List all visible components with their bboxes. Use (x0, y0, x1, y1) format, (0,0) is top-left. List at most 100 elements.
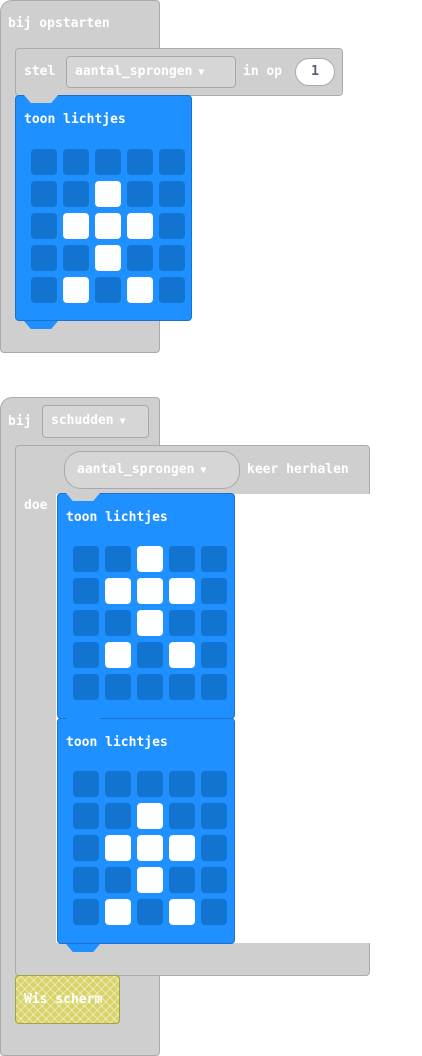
led-off[interactable] (201, 610, 227, 636)
led-off[interactable] (31, 245, 57, 271)
led-off[interactable] (201, 674, 227, 700)
led-on[interactable] (95, 213, 121, 239)
led-off[interactable] (73, 578, 99, 604)
led-on[interactable] (127, 277, 153, 303)
led-off[interactable] (127, 149, 153, 175)
led-on[interactable] (169, 835, 195, 861)
on-start-label: bij opstarten (8, 16, 110, 31)
led-off[interactable] (73, 835, 99, 861)
gesture-name: schudden (51, 413, 114, 428)
led-off[interactable] (169, 674, 195, 700)
led-off[interactable] (169, 867, 195, 893)
gesture-dropdown[interactable]: schudden ▼ (42, 405, 149, 438)
led-off[interactable] (31, 149, 57, 175)
chevron-down-icon: ▼ (119, 416, 126, 427)
led-off[interactable] (201, 899, 227, 925)
led-off[interactable] (73, 867, 99, 893)
led-off[interactable] (137, 899, 163, 925)
led-on[interactable] (105, 899, 131, 925)
led-off[interactable] (169, 803, 195, 829)
repeat-count-dropdown[interactable]: aantal_sprongen▼ (64, 451, 240, 489)
led-on[interactable] (105, 642, 131, 668)
led-off[interactable] (137, 674, 163, 700)
clear-screen-block[interactable] (15, 975, 120, 1024)
led-off[interactable] (201, 867, 227, 893)
led-off[interactable] (201, 578, 227, 604)
led-off[interactable] (105, 546, 131, 572)
on-label: bij (8, 414, 32, 429)
block-notch (66, 944, 100, 952)
led-grid (73, 771, 227, 925)
show-leds-label: toon lichtjes (66, 510, 168, 525)
led-on[interactable] (169, 578, 195, 604)
led-off[interactable] (201, 835, 227, 861)
led-off[interactable] (31, 181, 57, 207)
led-off[interactable] (169, 546, 195, 572)
led-off[interactable] (159, 213, 185, 239)
repeat-label: keer herhalen (247, 462, 349, 477)
led-off[interactable] (169, 771, 195, 797)
block-notch (24, 321, 58, 329)
led-off[interactable] (73, 803, 99, 829)
led-off[interactable] (105, 771, 131, 797)
led-on[interactable] (169, 642, 195, 668)
variable-dropdown[interactable]: aantal_sprongen ▼ (66, 56, 236, 88)
led-off[interactable] (63, 149, 89, 175)
led-off[interactable] (137, 771, 163, 797)
led-off[interactable] (159, 149, 185, 175)
led-off[interactable] (159, 181, 185, 207)
led-on[interactable] (127, 213, 153, 239)
led-off[interactable] (105, 674, 131, 700)
led-off[interactable] (73, 610, 99, 636)
led-on[interactable] (169, 899, 195, 925)
led-off[interactable] (63, 245, 89, 271)
led-off[interactable] (201, 546, 227, 572)
led-off[interactable] (159, 245, 185, 271)
led-on[interactable] (95, 181, 121, 207)
clear-screen-label: Wis scherm (24, 992, 103, 1007)
led-off[interactable] (95, 277, 121, 303)
led-off[interactable] (137, 642, 163, 668)
repeat-variable-name: aantal_sprongen (77, 462, 195, 477)
led-off[interactable] (73, 674, 99, 700)
led-off[interactable] (105, 867, 131, 893)
do-label: doe (24, 498, 48, 513)
led-on[interactable] (137, 546, 163, 572)
led-off[interactable] (105, 610, 131, 636)
set-label: stel (24, 64, 56, 79)
variable-name: aantal_sprongen (75, 64, 193, 79)
led-on[interactable] (137, 610, 163, 636)
chevron-down-icon: ▼ (198, 67, 205, 78)
led-grid (31, 149, 185, 303)
led-off[interactable] (159, 277, 185, 303)
block-notch (66, 718, 100, 726)
value-input[interactable]: 1 (295, 58, 335, 86)
led-off[interactable] (73, 899, 99, 925)
to-label: in op (243, 64, 283, 79)
led-on[interactable] (137, 867, 163, 893)
led-grid (73, 546, 227, 700)
led-on[interactable] (137, 578, 163, 604)
led-on[interactable] (95, 245, 121, 271)
led-off[interactable] (95, 149, 121, 175)
led-off[interactable] (127, 181, 153, 207)
led-off[interactable] (201, 771, 227, 797)
led-off[interactable] (31, 277, 57, 303)
show-leds-label: toon lichtjes (66, 735, 168, 750)
led-on[interactable] (137, 803, 163, 829)
led-off[interactable] (73, 642, 99, 668)
led-off[interactable] (73, 546, 99, 572)
led-on[interactable] (105, 835, 131, 861)
led-off[interactable] (105, 803, 131, 829)
led-on[interactable] (137, 835, 163, 861)
led-off[interactable] (31, 213, 57, 239)
led-on[interactable] (63, 277, 89, 303)
led-on[interactable] (105, 578, 131, 604)
led-off[interactable] (73, 771, 99, 797)
led-on[interactable] (63, 213, 89, 239)
led-off[interactable] (201, 803, 227, 829)
led-off[interactable] (169, 610, 195, 636)
led-off[interactable] (127, 245, 153, 271)
led-off[interactable] (201, 642, 227, 668)
led-off[interactable] (63, 181, 89, 207)
